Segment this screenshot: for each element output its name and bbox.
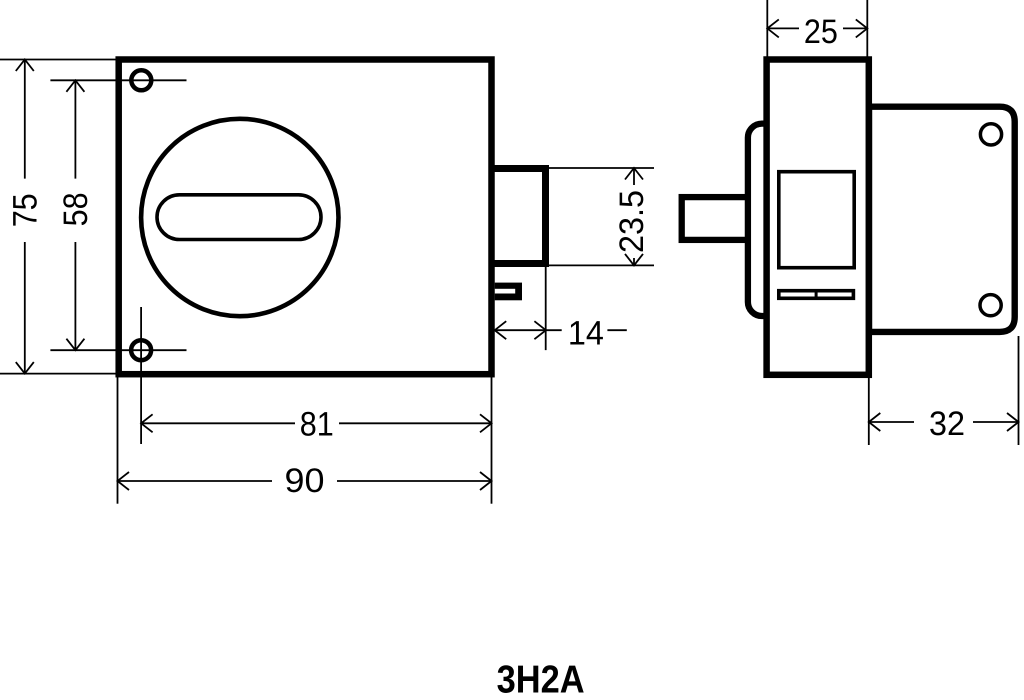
svg-text:23.5: 23.5	[613, 190, 651, 253]
svg-text:3H2A: 3H2A	[497, 658, 585, 700]
svg-text:81: 81	[300, 406, 334, 444]
svg-text:25: 25	[804, 13, 838, 51]
svg-text:14: 14	[568, 315, 604, 353]
svg-text:32: 32	[929, 405, 965, 443]
svg-text:75: 75	[7, 193, 45, 227]
svg-text:58: 58	[57, 192, 95, 226]
svg-text:90: 90	[285, 462, 325, 500]
